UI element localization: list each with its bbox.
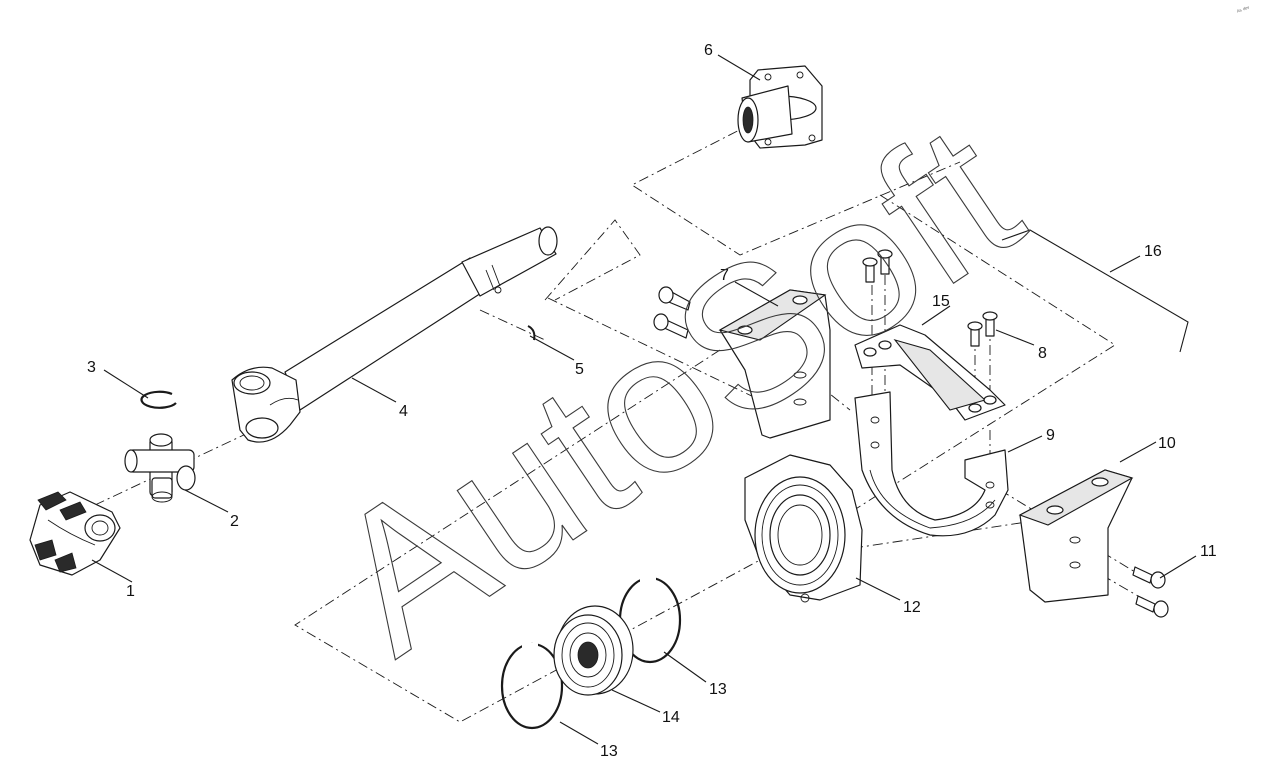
upper-clamp-part xyxy=(854,324,1006,421)
corner-mark: ᴬˢ ᵈᵉᵛ xyxy=(1235,4,1251,16)
callout-8: 8 xyxy=(1038,345,1047,362)
mounting-bracket-part xyxy=(718,289,831,439)
universal-joint-part xyxy=(124,433,196,503)
leader-lines xyxy=(91,54,1197,745)
bearing-snap-ring-left-part xyxy=(500,642,564,730)
callout-10: 10 xyxy=(1158,435,1176,452)
bracket-mount-bolts-part xyxy=(1132,566,1169,618)
companion-flange-part xyxy=(737,65,823,149)
callout-1: 1 xyxy=(126,583,135,600)
bearing-housing-part xyxy=(744,454,863,603)
callout-16: 16 xyxy=(1144,243,1162,260)
callout-9: 9 xyxy=(1046,427,1055,444)
callout-14: 14 xyxy=(662,709,680,726)
snap-ring-part xyxy=(140,390,177,409)
bearing-part xyxy=(553,605,634,696)
callout-2: 2 xyxy=(230,513,239,530)
lower-strap-part xyxy=(854,391,1009,537)
callout-15: 15 xyxy=(932,293,950,310)
callout-7: 7 xyxy=(720,267,729,284)
callout-4: 4 xyxy=(399,403,408,420)
callout-13-left: 13 xyxy=(600,743,618,760)
callout-11: 11 xyxy=(1200,543,1217,560)
side-bracket-part xyxy=(1018,469,1134,603)
clamp-bolts-part xyxy=(862,249,998,347)
callout-6: 6 xyxy=(704,42,713,59)
callout-13-right: 13 xyxy=(709,681,727,698)
assembly-bracket-16 xyxy=(1001,229,1189,353)
callout-5: 5 xyxy=(575,361,584,378)
bracket-bolts-part xyxy=(653,286,691,339)
yoke-part xyxy=(29,491,121,576)
callout-3: 3 xyxy=(87,359,96,376)
drive-shaft-part xyxy=(231,226,558,443)
callout-labels: 1 2 3 4 5 6 7 8 9 10 11 12 13 14 13 15 1… xyxy=(87,42,1217,760)
callout-12: 12 xyxy=(903,599,921,616)
